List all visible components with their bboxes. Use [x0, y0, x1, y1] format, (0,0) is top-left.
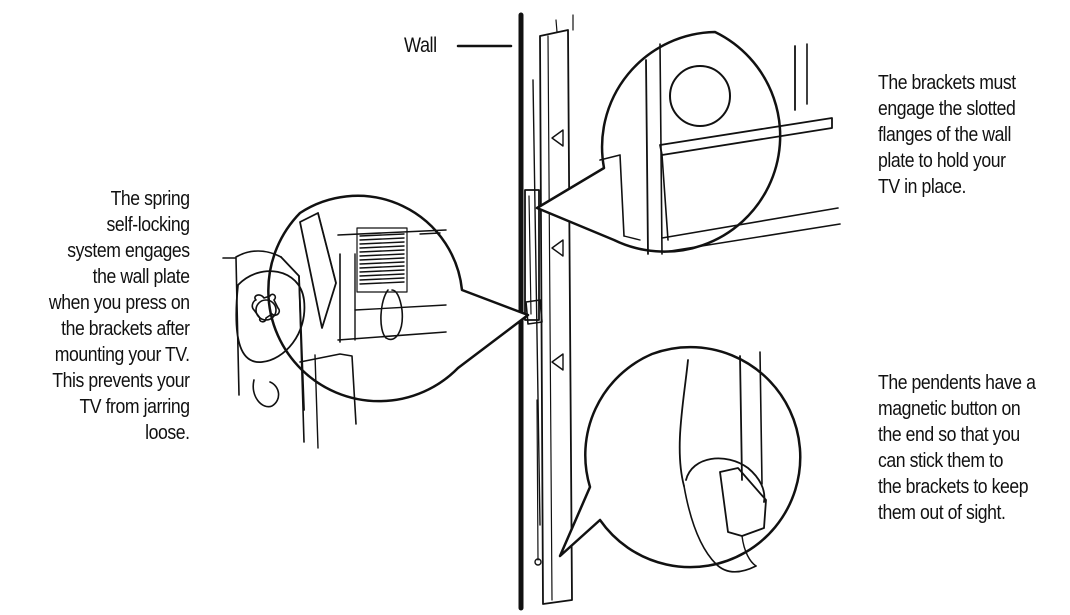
callout-line: the wall plate — [93, 265, 190, 288]
callout-line: The brackets must — [878, 71, 1016, 94]
callout-line: the brackets to keep — [878, 475, 1029, 498]
bracket-flange-callout: The brackets must engage the slotted fla… — [878, 70, 1016, 200]
callout-line: the brackets after — [61, 317, 191, 340]
callout-line: them out of sight. — [878, 501, 1006, 524]
callout-line: system engages — [67, 239, 191, 262]
callout-line: flanges of the wall — [878, 123, 1011, 146]
callout-line: TV from jarring — [79, 395, 191, 418]
callout-line: the end so that you — [878, 423, 1020, 446]
callout-line: when you press on — [49, 291, 190, 314]
bottom-right-magnifier — [558, 345, 802, 573]
callout-line: can stick them to — [878, 449, 1003, 472]
callout-line: TV in place. — [878, 175, 966, 198]
callout-line: This prevents your — [52, 369, 191, 392]
callout-line: magnetic button on — [878, 397, 1021, 420]
magnetic-pendent-callout: The pendents have a magnetic button on t… — [878, 370, 1036, 526]
spring-lock-callout: The spring self-locking system engages t… — [49, 186, 190, 446]
top-right-magnifier — [535, 30, 841, 255]
left-magnifier — [222, 194, 530, 449]
callout-line: The pendents have a — [878, 371, 1036, 394]
wall-label: Wall — [404, 34, 437, 57]
callout-line: self-locking — [106, 213, 190, 236]
wall-plate — [532, 14, 574, 605]
callout-line: loose. — [145, 421, 191, 444]
callout-line: The spring — [111, 187, 190, 210]
callout-line: engage the slotted — [878, 97, 1016, 120]
callout-line: plate to hold your — [878, 149, 1006, 172]
callout-line: mounting your TV. — [55, 343, 190, 366]
